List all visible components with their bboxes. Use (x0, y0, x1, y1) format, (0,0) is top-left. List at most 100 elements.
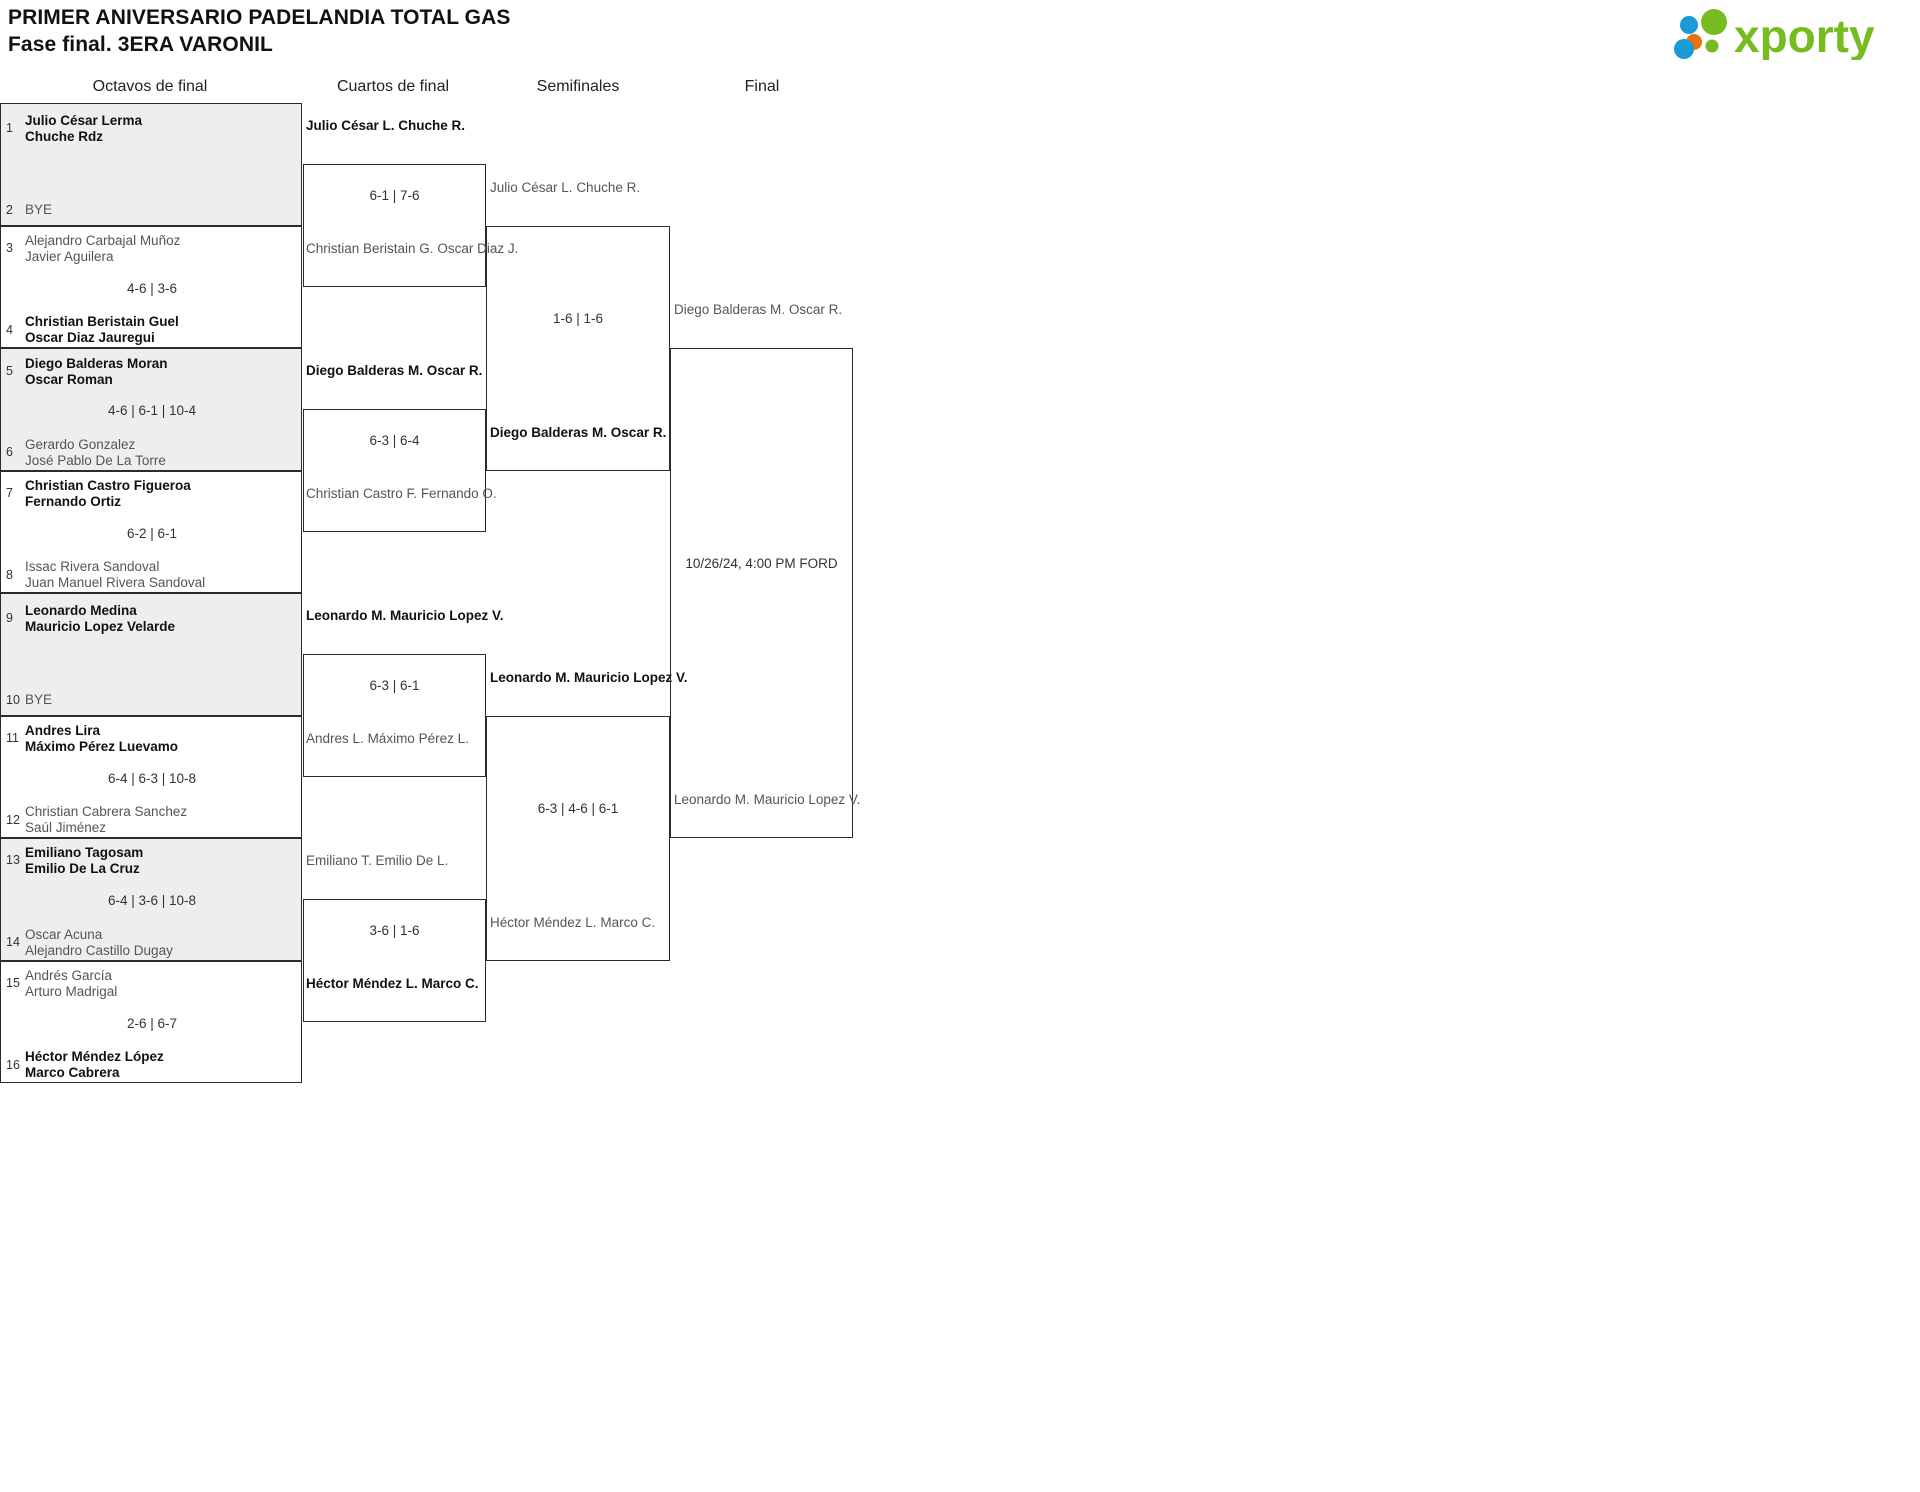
seed-number: 14 (6, 935, 20, 949)
qf-match-4[interactable] (303, 899, 486, 1022)
page-title: PRIMER ANIVERSARIO PADELANDIA TOTAL GAS … (8, 4, 511, 58)
qf-match-3[interactable] (303, 654, 486, 777)
player-line-2: Máximo Pérez L. (367, 731, 469, 746)
final-top-team: Diego Balderas M. Oscar R. (674, 302, 842, 318)
player-line-2: Mauricio Lopez V. (753, 792, 861, 807)
qf-3-bottom-team: Andres L. Máximo Pérez L. (306, 731, 469, 747)
round-header-octavos: Octavos de final (92, 78, 208, 95)
player-line-1: Andrés García (25, 968, 113, 983)
player-line-2: Juan Manuel Rivera Sandoval (25, 574, 206, 590)
match-score: 6-4 | 3-6 | 10-8 (107, 893, 197, 908)
qf-3-score: 6-3 | 6-1 (369, 678, 420, 693)
player-line-2: Chuche R. (576, 180, 641, 195)
team-name: Christian Cabrera Sanchez Saúl Jiménez (25, 804, 295, 835)
qf-2-score: 6-3 | 6-4 (369, 433, 420, 448)
player-line-1: Andres L. (306, 731, 364, 746)
r16-match-4[interactable]: 7 Christian Castro Figueroa Fernando Ort… (0, 471, 302, 593)
sf-match-2[interactable] (486, 716, 670, 961)
seed-number: 16 (6, 1058, 20, 1072)
player-line-2: Fernando O. (420, 486, 497, 501)
player-line-1: Héctor Méndez López (25, 1049, 164, 1064)
player-line-2: Oscar Roman (25, 371, 113, 387)
sf-match-1[interactable] (486, 226, 670, 471)
seed-number: 15 (6, 976, 20, 990)
player-line-2: Chuche Rdz (25, 128, 104, 144)
seed-number: 7 (6, 486, 13, 500)
seed-number: 13 (6, 853, 20, 867)
seed-number: 4 (6, 323, 13, 337)
match-score: 4-6 | 6-1 | 10-4 (107, 403, 197, 418)
seed-number: 6 (6, 445, 13, 459)
player-line-2: Emilio De La Cruz (25, 860, 140, 876)
qf-match-2[interactable] (303, 409, 486, 532)
round-header-final: Final (744, 78, 780, 95)
xporty-logo[interactable]: xporty (1672, 8, 1902, 60)
player-line-1: Emiliano T. (306, 853, 372, 868)
player-line-2: Mauricio Lopez V. (574, 670, 688, 685)
seed-number: 9 (6, 611, 13, 625)
player-line-2: Oscar R. (788, 302, 843, 317)
player-line-2: Oscar R. (426, 363, 483, 378)
r16-match-2[interactable]: 3 Alejandro Carbajal Muñoz Javier Aguile… (0, 226, 302, 348)
seed-number: 10 (6, 693, 20, 707)
logo-dots-icon (1674, 9, 1727, 59)
seed-number: 8 (6, 568, 13, 582)
player-line-1: Leonardo M. (490, 670, 571, 685)
player-line-1: Julio César L. (306, 118, 395, 133)
sf-1-top-team: Julio César L. Chuche R. (490, 180, 640, 196)
bracket: 1 Julio César Lerma Chuche Rdz 2 BYE 3 A… (0, 0, 1000, 1150)
player-line-2: Oscar Diaz Jauregui (25, 329, 155, 345)
r16-match-5[interactable]: 9 Leonardo Medina Mauricio Lopez Velarde… (0, 593, 302, 716)
player-line-2: Arturo Madrigal (25, 983, 118, 999)
match-score: 4-6 | 3-6 (126, 281, 178, 296)
tournament-name: PRIMER ANIVERSARIO PADELANDIA TOTAL GAS (8, 6, 511, 29)
team-name: Emiliano Tagosam Emilio De La Cruz (25, 845, 295, 876)
team-name: Gerardo Gonzalez José Pablo De La Torre (25, 437, 295, 468)
player-line-2: Chuche R. (398, 118, 466, 133)
sf-2-bottom-team: Héctor Méndez L. Marco C. (490, 915, 655, 931)
r16-match-3[interactable]: 5 Diego Balderas Moran Oscar Roman 4-6 |… (0, 348, 302, 471)
team-name: Héctor Méndez López Marco Cabrera (25, 1049, 295, 1080)
team-name: Andrés García Arturo Madrigal (25, 968, 295, 999)
r16-match-7[interactable]: 13 Emiliano Tagosam Emilio De La Cruz 6-… (0, 838, 302, 961)
player-line-1: Leonardo M. (306, 608, 387, 623)
player-line-2: Oscar R. (610, 425, 667, 440)
qf-2-bottom-team: Christian Castro F. Fernando O. (306, 486, 497, 502)
final-bottom-team: Leonardo M. Mauricio Lopez V. (674, 792, 860, 808)
sf-2-top-team: Leonardo M. Mauricio Lopez V. (490, 670, 688, 686)
player-line-1: Emiliano Tagosam (25, 845, 144, 860)
player-line-1: Gerardo Gonzalez (25, 437, 136, 452)
player-line-2: Alejandro Castillo Dugay (25, 942, 173, 958)
qf-1-score: 6-1 | 7-6 (369, 188, 420, 203)
qf-match-1[interactable] (303, 164, 486, 287)
player-line-1: Héctor Méndez L. (490, 915, 597, 930)
player-line-1: Julio César L. (490, 180, 573, 195)
seed-number: 5 (6, 364, 13, 378)
qf-2-top-team: Diego Balderas M. Oscar R. (306, 363, 482, 379)
player-line-2: Mauricio Lopez Velarde (25, 618, 176, 634)
team-name: Christian Castro Figueroa Fernando Ortiz (25, 478, 295, 509)
player-line-2: Fernando Ortiz (25, 493, 122, 509)
qf-4-top-team: Emiliano T. Emilio De L. (306, 853, 448, 869)
team-name: Christian Beristain Guel Oscar Diaz Jaur… (25, 314, 295, 345)
r16-match-1[interactable]: 1 Julio César Lerma Chuche Rdz 2 BYE (0, 103, 302, 226)
player-line-2: Marco C. (421, 976, 479, 991)
player-line-2: Marco C. (600, 915, 656, 930)
player-line-1: Christian Beristain G. (306, 241, 434, 256)
seed-number: 12 (6, 813, 20, 827)
r16-match-8[interactable]: 15 Andrés García Arturo Madrigal 2-6 | 6… (0, 961, 302, 1083)
team-name: Julio César Lerma Chuche Rdz (25, 113, 295, 144)
player-line-1: Diego Balderas Moran (25, 356, 168, 371)
r16-match-6[interactable]: 11 Andres Lira Máximo Pérez Luevamo 6-4 … (0, 716, 302, 838)
seed-number: 2 (6, 203, 13, 217)
match-score: 6-2 | 6-1 (126, 526, 178, 541)
player-line-2: Javier Aguilera (25, 248, 114, 264)
player-line-1: BYE (25, 202, 53, 217)
final-match[interactable] (670, 348, 853, 838)
tournament-phase: Fase final. 3ERA VARONIL (8, 33, 273, 56)
qf-4-bottom-team: Héctor Méndez L. Marco C. (306, 976, 479, 992)
player-line-1: Christian Castro Figueroa (25, 478, 191, 493)
team-name: Issac Rivera Sandoval Juan Manuel Rivera… (25, 559, 295, 590)
player-line-1: Diego Balderas M. (674, 302, 786, 317)
